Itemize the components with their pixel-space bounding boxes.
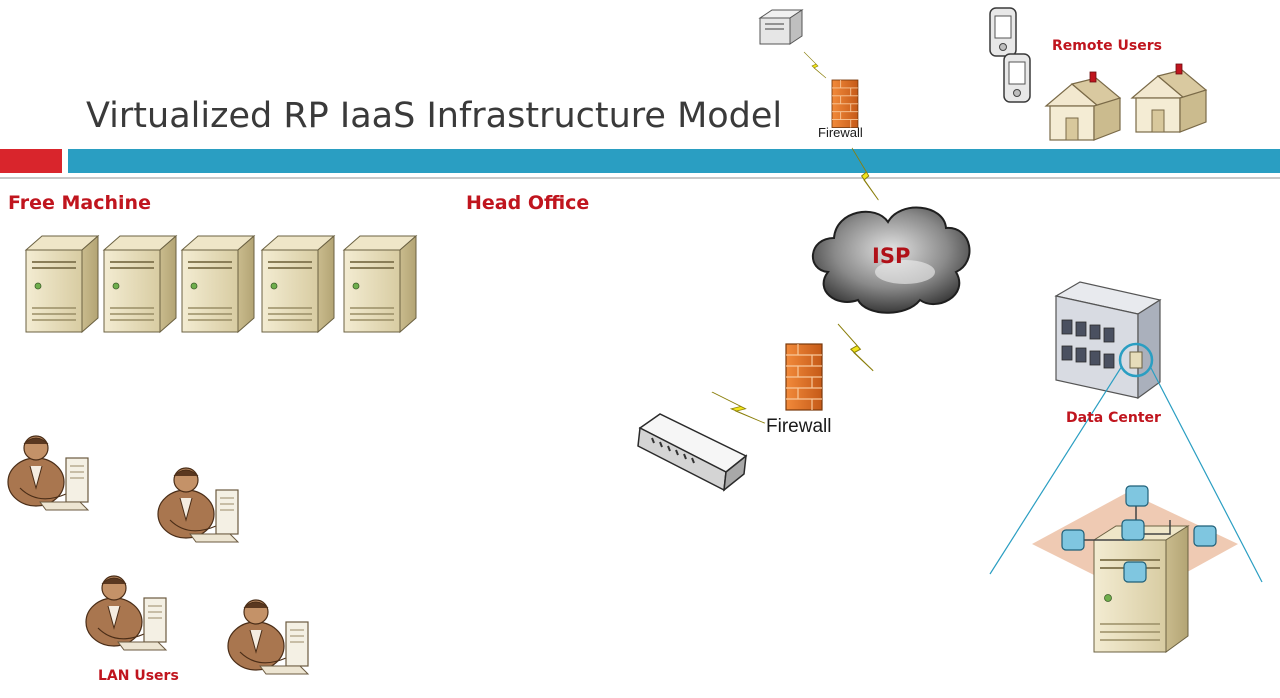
server-icon xyxy=(25,235,99,333)
pda-device-icon xyxy=(989,7,1017,57)
accent-blue-bar xyxy=(68,149,1280,173)
server-icon xyxy=(261,235,335,333)
user-at-computer-icon xyxy=(227,599,309,675)
virtualized-server-icon xyxy=(1032,485,1238,653)
server-icon xyxy=(103,235,177,333)
zoom-line-left xyxy=(989,365,1123,575)
free-machine-label: Free Machine xyxy=(8,192,151,214)
remote-users-label: Remote Users xyxy=(1052,38,1162,54)
pda-device-icon xyxy=(1003,53,1031,103)
lan-users-group xyxy=(7,435,309,675)
network-switch-icon xyxy=(637,413,748,492)
head-office-label: Head Office xyxy=(466,192,590,214)
user-at-computer-icon xyxy=(85,575,167,651)
data-center-label: Data Center xyxy=(1066,410,1161,426)
slide-title: Virtualized RP IaaS Infrastructure Model xyxy=(86,96,783,136)
user-at-computer-icon xyxy=(7,435,89,511)
house-icon xyxy=(1131,63,1207,133)
server-icon xyxy=(343,235,417,333)
remote-server-icon xyxy=(758,9,804,45)
lightning-link-icon xyxy=(803,51,827,79)
firewall-top-icon xyxy=(831,79,859,128)
accent-red-bar xyxy=(0,149,62,173)
user-at-computer-icon xyxy=(157,467,239,543)
firewall-main-icon xyxy=(785,343,823,411)
firewall-top-label: Firewall xyxy=(818,125,863,140)
isp-label: ISP xyxy=(872,244,911,268)
firewall-main-label: Firewall xyxy=(766,416,832,437)
zoom-line-right xyxy=(1149,365,1263,583)
lan-users-label: LAN Users xyxy=(98,668,179,684)
isp-cloud-icon xyxy=(811,206,971,314)
server-icon xyxy=(181,235,255,333)
lightning-link-icon xyxy=(711,391,766,424)
house-icon xyxy=(1045,71,1121,141)
free-machine-servers xyxy=(25,235,417,333)
data-center-building-icon xyxy=(1054,281,1162,400)
lightning-link-icon xyxy=(837,323,874,372)
